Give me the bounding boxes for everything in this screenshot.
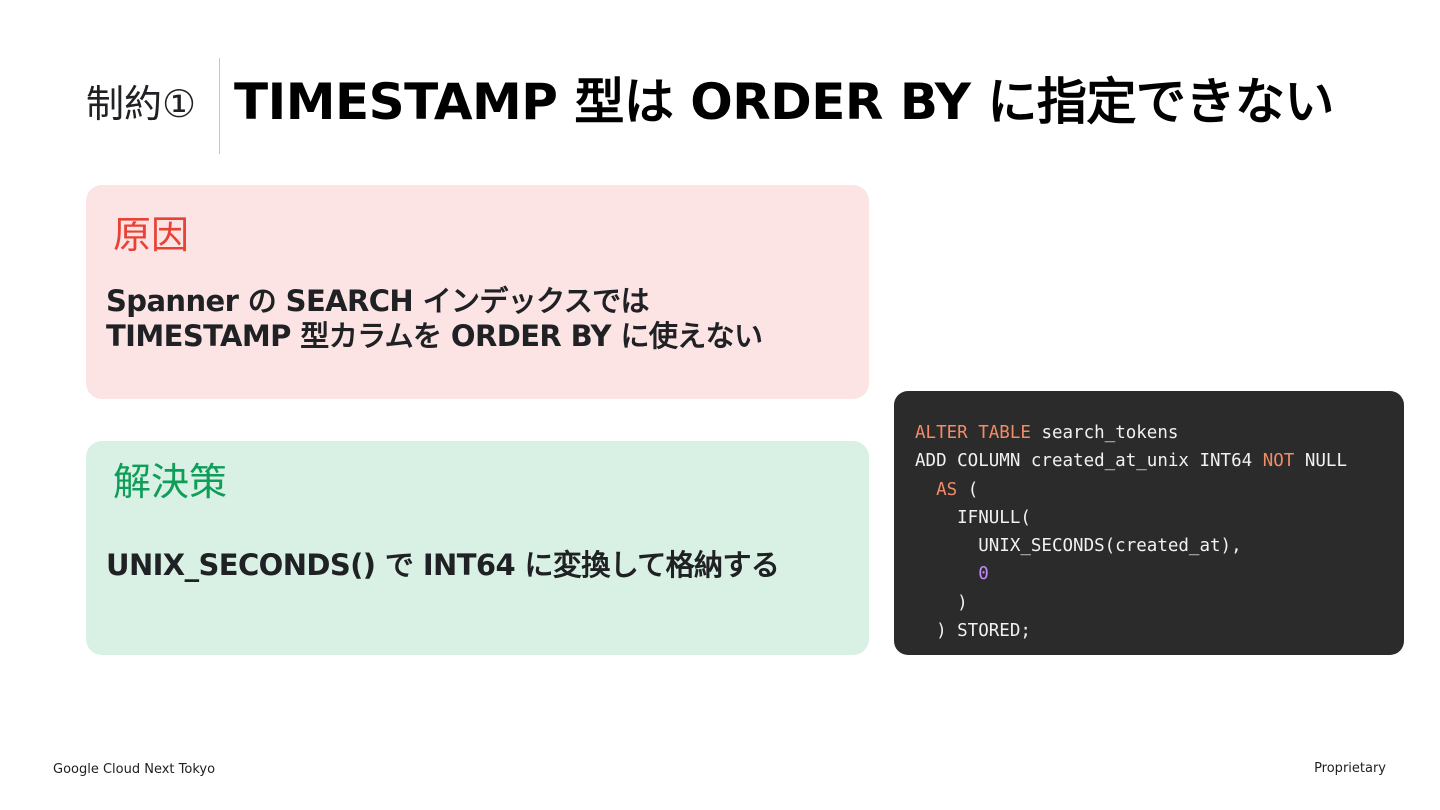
- code-token: (: [957, 479, 979, 500]
- code-token: [915, 480, 936, 500]
- code-token: NULL: [1294, 451, 1347, 472]
- code-line: ALTER TABLE search_tokens: [915, 423, 1178, 443]
- cause-heading: 原因: [113, 213, 190, 257]
- solution-card: 解決策 UNIX_SECONDS() で INT64 に変換して格納する: [86, 441, 869, 655]
- code-keyword: AS: [936, 479, 958, 500]
- cause-line: TIMESTAMP 型カラムを ORDER BY に使えない: [106, 319, 763, 353]
- code-keyword: NOT: [1262, 451, 1295, 472]
- code-line: ADD COLUMN created_at_unix INT64 NOT NUL…: [915, 451, 1347, 471]
- code-token: IFNULL(: [915, 507, 1031, 528]
- code-block: ALTER TABLE search_tokens ADD COLUMN cre…: [894, 391, 1404, 655]
- code-token: ): [915, 592, 968, 613]
- code-line: UNIX_SECONDS(created_at),: [915, 536, 1242, 557]
- solution-body: UNIX_SECONDS() で INT64 に変換して格納する: [106, 548, 856, 583]
- solution-text: UNIX_SECONDS() で INT64 に変換して格納する: [106, 548, 780, 582]
- code-line: AS (: [915, 480, 978, 500]
- code-token: [915, 564, 978, 584]
- cause-body: Spanner の SEARCH インデックスでは TIMESTAMP 型カラム…: [106, 284, 856, 354]
- code-line: ) STORED;: [915, 621, 1031, 641]
- code-text: ALTER TABLE search_tokens ADD COLUMN cre…: [915, 419, 1404, 645]
- footer-proprietary: Proprietary: [1314, 761, 1386, 776]
- solution-heading: 解決策: [113, 460, 228, 504]
- code-token: UNIX_SECONDS(created_at),: [915, 536, 1242, 557]
- code-token: ) STORED;: [915, 621, 1031, 642]
- code-line: IFNULL(: [915, 508, 1031, 528]
- footer-event-name: Google Cloud Next Tokyo: [53, 762, 216, 777]
- code-line: ): [915, 593, 968, 613]
- cause-line: Spanner の SEARCH インデックスでは: [106, 284, 650, 318]
- cause-card: 原因 Spanner の SEARCH インデックスでは TIMESTAMP 型…: [86, 185, 869, 399]
- code-keyword: ALTER TABLE: [915, 423, 1031, 443]
- slide-title: TIMESTAMP 型は ORDER BY に指定できない: [234, 73, 1334, 131]
- code-number: 0: [978, 564, 989, 585]
- header-divider: [219, 58, 220, 154]
- code-line: 0: [915, 564, 989, 584]
- code-token: ADD COLUMN created_at_unix INT64: [915, 451, 1263, 472]
- code-token: search_tokens: [1030, 423, 1179, 443]
- constraint-label: 制約①: [86, 82, 197, 126]
